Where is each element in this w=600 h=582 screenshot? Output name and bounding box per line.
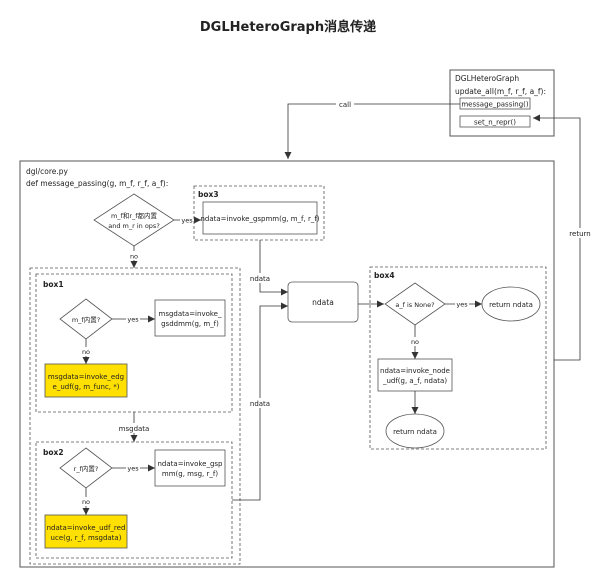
gsddmm-process: [154, 299, 226, 337]
diagram-title: DGLHeteroGraph消息传递: [200, 19, 376, 35]
invoke-edge-udf-process: [44, 363, 128, 398]
box3-label: box3: [198, 190, 219, 199]
gspmm-msg-line1: ndata=invoke_gsp: [157, 460, 223, 468]
box1-container: box1 m_f内置? msgdata=invoke_ gsddmm(g, m_…: [35, 273, 233, 413]
message-passing-call-box: [459, 97, 531, 110]
box1-label: box1: [43, 280, 64, 289]
box4-label: box4: [374, 271, 395, 280]
builtin-ops-decision-line2: and m_r in ops?: [108, 222, 160, 230]
box3-ndata-edge-label: ndata: [250, 275, 270, 283]
box2-yes-label: yes: [127, 465, 139, 473]
msgdata-edge-label: msgdata: [119, 425, 150, 433]
no-label-box1: no: [130, 253, 138, 261]
gspmm-msg-line2: mm(g, msg, r_f): [162, 470, 218, 478]
invoke-node-udf-process: [377, 358, 453, 392]
r-f-builtin-decision-label: r_f内置?: [74, 464, 99, 473]
invoke-node-udf-line1: ndata=invoke_node: [380, 367, 450, 375]
core-file-label: dgl/core.py: [26, 167, 69, 176]
ndata-node: [287, 281, 359, 323]
return-ndata-yes-label: return ndata: [489, 301, 533, 309]
box4-yes-label: yes: [456, 301, 468, 309]
invoke-edge-udf-line1: msgdata=invoke_edg: [48, 373, 124, 381]
hetero-graph-name: DGLHeteroGraph: [455, 74, 519, 83]
gsddmm-process-line2: gsddmm(g, m_f): [161, 320, 219, 328]
invoke-node-udf-line2: _udf(g, a_f, ndata): [382, 377, 447, 385]
box1-yes-label: yes: [127, 316, 139, 324]
set-n-repr-box: [459, 115, 531, 128]
call-edge-label: call: [339, 101, 351, 109]
gspmm-process: [202, 201, 318, 235]
return-edge: [533, 114, 581, 361]
box4-container: box4 a_f is None? return ndata ndata=inv…: [369, 266, 547, 450]
box3-container: box3 ndata=invoke_gspmm(g, m_f, r_f): [193, 185, 325, 241]
gsddmm-process-line1: msgdata=invoke_: [159, 310, 222, 318]
invoke-udf-reduce-line2: uce(g, r_f, msgdata): [51, 534, 122, 542]
hetero-graph-box: DGLHeteroGraph update_all(m_f, r_f, a_f)…: [449, 69, 555, 137]
message-passing-call-label: message_passing(): [461, 101, 529, 109]
box3-to-ndata-edge: [259, 240, 288, 296]
builtin-ops-decision-line1: m_f和r_f都内置: [111, 211, 158, 220]
invoke-udf-reduce-line1: ndata=invoke_udf_red: [47, 524, 126, 532]
message-reduce-group: [29, 267, 241, 565]
gspmm-udf-process: [154, 449, 226, 487]
box2-no-label: no: [82, 498, 90, 506]
a-f-none-decision-label: a_f is None?: [395, 301, 434, 309]
core-def-label: def message_passing(g, m_f, r_f, a_f):: [26, 179, 168, 188]
call-edge: [284, 103, 460, 159]
set-n-repr-label: set_n_repr(): [474, 119, 516, 127]
yes-label-box3: yes: [181, 217, 193, 225]
box1-no-label: no: [82, 348, 90, 356]
box2-label: box2: [43, 448, 64, 457]
invoke-edge-udf-line2: e_udf(g, m_func, *): [53, 383, 120, 391]
return-ndata-end-label: return ndata: [393, 428, 437, 436]
update-all-method: update_all(m_f, r_f, a_f):: [455, 87, 546, 96]
ndata-node-label: ndata: [312, 298, 334, 307]
return-edge-label: return: [569, 230, 590, 238]
box4-no-label: no: [411, 338, 419, 346]
m-f-builtin-decision-label: m_f内置?: [72, 315, 100, 324]
group-ndata-edge-label: ndata: [250, 400, 270, 408]
gspmm-process-label: ndata=invoke_gspmm(g, m_f, r_f): [200, 215, 319, 223]
